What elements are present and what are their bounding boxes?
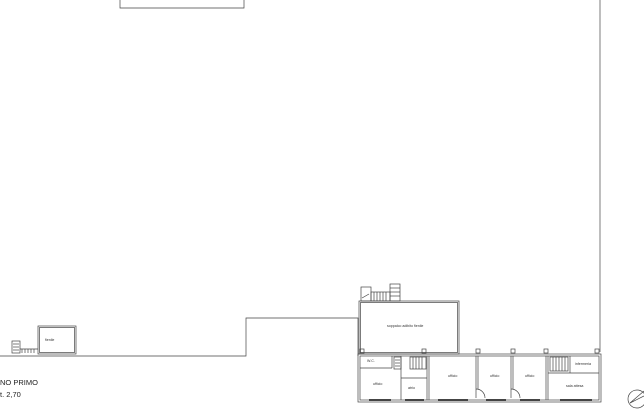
upper-building-outline bbox=[119, 0, 245, 9]
label-sala-attesa: sala attesa bbox=[566, 384, 583, 388]
label-fienile: fienile bbox=[45, 338, 54, 342]
stairs-infermeria bbox=[549, 356, 569, 372]
floor-height: t. 2,70 bbox=[0, 390, 21, 399]
label-soppalco: soppalco adibito fienile bbox=[387, 324, 423, 328]
room-fienile-inner bbox=[39, 327, 75, 353]
label-ufficio-3: ufficio bbox=[490, 374, 499, 378]
door-swings bbox=[475, 388, 521, 399]
stairs-soppalco bbox=[360, 283, 401, 302]
label-ufficio-2: ufficio bbox=[448, 374, 457, 378]
floor-title: NO PRIMO bbox=[0, 378, 38, 387]
window-markers-top bbox=[359, 348, 600, 354]
office-block-inner bbox=[359, 355, 600, 401]
room-soppalco-inner bbox=[360, 302, 458, 353]
room-fienile bbox=[37, 325, 77, 355]
interior-walls bbox=[360, 356, 599, 400]
label-wc: W.C. bbox=[367, 359, 375, 363]
stairs-atrio bbox=[393, 356, 427, 370]
north-arrow-icon bbox=[627, 389, 644, 409]
office-block-outer bbox=[357, 353, 602, 403]
label-ufficio-1: ufficio bbox=[373, 382, 382, 386]
label-atrio: atrio bbox=[408, 386, 415, 390]
ground-line bbox=[0, 317, 359, 357]
label-infermeria: infermeria bbox=[575, 362, 591, 366]
label-ufficio-4: ufficio bbox=[525, 374, 534, 378]
stairs-left bbox=[11, 340, 38, 354]
